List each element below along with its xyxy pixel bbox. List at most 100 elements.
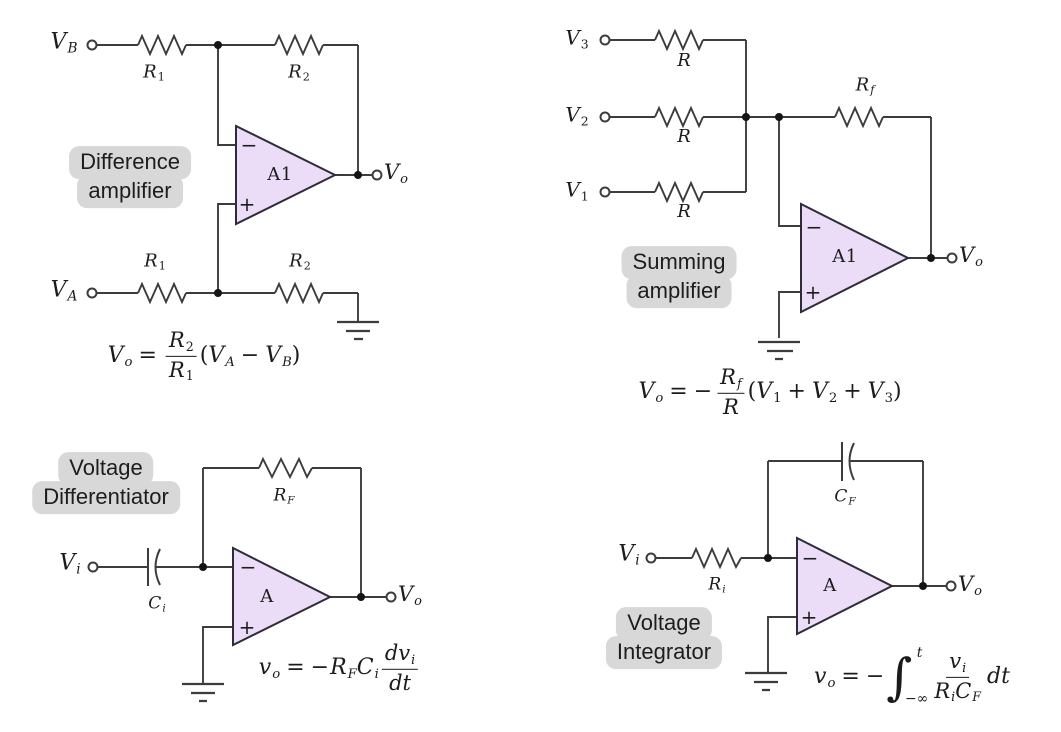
ground-icon — [745, 671, 787, 692]
resistor-label-rf: RF — [273, 485, 295, 507]
terminal-circle-icon — [599, 186, 611, 198]
opamp-label: A1 — [267, 164, 293, 185]
summing-amplifier-art — [599, 28, 958, 361]
input-label-v2: V2 — [565, 102, 589, 129]
opamp-plus-sign: + — [238, 192, 256, 216]
output-label-vo: Vo — [957, 572, 983, 599]
resistor-label-ri: Ri — [708, 574, 726, 596]
caption-summing-amplifier: Summing amplifier — [621, 246, 737, 308]
junction-dot — [927, 254, 935, 262]
resistor-icon — [274, 281, 324, 305]
input-label-v1: V1 — [565, 177, 589, 204]
caption-line: amplifier — [626, 275, 732, 308]
junction-dot — [357, 593, 365, 601]
output-label-vo: Vo — [958, 243, 984, 270]
junction-dot — [775, 113, 783, 121]
opamp-label: A1 — [832, 246, 858, 267]
junction-dot — [214, 289, 222, 297]
wire — [96, 44, 373, 321]
opamp-plus-sign: + — [238, 615, 256, 639]
junction-dot — [354, 171, 362, 179]
junction-dot — [214, 41, 222, 49]
integral-sign: ∫t−∞ — [886, 645, 929, 707]
resistor-label-r-bottom: R — [677, 201, 691, 222]
caption-line: Summing — [621, 246, 737, 279]
difference-amplifier-art — [86, 33, 383, 341]
caption-voltage-integrator: Voltage Integrator — [605, 607, 723, 669]
output-label-vo: Vo — [383, 160, 409, 187]
terminal-circle-icon — [86, 39, 98, 51]
voltage-differentiator-art — [87, 456, 397, 703]
terminal-circle-icon — [371, 169, 383, 181]
wire — [97, 467, 386, 683]
resistor-label-r1-bottom: R1 — [144, 250, 166, 273]
capacitor-icon — [147, 548, 161, 586]
terminal-circle-icon — [945, 580, 957, 592]
resistor-icon — [137, 281, 187, 305]
opamp-minus-sign: − — [801, 546, 819, 570]
junction-dot — [764, 554, 772, 562]
input-label-v3: V3 — [565, 25, 589, 52]
opamp-triangle-icon — [796, 536, 895, 636]
capacitor-label-ci: Ci — [148, 593, 166, 615]
opamp-triangle-icon — [800, 202, 911, 314]
input-label-vi: Vi — [618, 541, 640, 569]
caption-line: Voltage — [616, 607, 712, 640]
resistor-icon — [691, 546, 742, 570]
input-label-vb: VB — [50, 29, 78, 57]
resistor-icon — [274, 33, 324, 57]
caption-line: Difference — [69, 146, 191, 179]
terminal-circle-icon — [599, 111, 611, 123]
resistor-icon — [654, 105, 704, 129]
opamp-label: A — [823, 575, 837, 596]
resistor-label-r-top: R — [677, 50, 691, 71]
terminal-circle-icon — [599, 34, 611, 46]
input-label-vi: Vi — [59, 550, 81, 578]
voltage-integrator-art — [645, 442, 957, 692]
opamp-minus-sign: − — [239, 555, 257, 579]
opamp-minus-sign: − — [805, 215, 823, 239]
terminal-circle-icon — [385, 591, 397, 603]
resistor-icon — [654, 28, 704, 52]
resistor-icon — [834, 105, 884, 129]
opamp-label: A — [260, 586, 274, 607]
opamp-plus-sign: + — [800, 605, 818, 629]
opamp-triangle-icon — [232, 546, 333, 647]
terminal-circle-icon — [87, 561, 99, 573]
output-label-vo: Vo — [397, 582, 423, 609]
terminal-circle-icon — [946, 252, 958, 264]
caption-line: Differentiator — [32, 481, 180, 514]
capacitor-icon — [841, 442, 855, 481]
junction-dot — [199, 563, 207, 571]
resistor-label-r2-top: R2 — [288, 61, 310, 84]
caption-difference-amplifier: Difference amplifier — [69, 146, 191, 208]
caption-line: amplifier — [77, 175, 183, 208]
ground-icon — [758, 340, 800, 361]
input-label-va: VA — [50, 277, 78, 305]
opamp-triangle-icon — [235, 124, 338, 226]
ground-icon — [182, 682, 224, 703]
caption-voltage-differentiator: Voltage Differentiator — [32, 452, 180, 514]
resistor-label-r-mid: R — [677, 126, 691, 147]
capacitor-label-cf: CF — [834, 486, 856, 508]
resistor-icon — [258, 456, 313, 480]
opamp-plus-sign: + — [804, 280, 822, 304]
resistor-icon — [137, 33, 187, 57]
junction-dot — [919, 582, 927, 590]
resistor-label-r2-bottom: R2 — [289, 250, 311, 273]
junction-dot — [742, 113, 750, 121]
resistor-label-rf: Rf — [855, 74, 875, 97]
caption-line: Integrator — [605, 636, 723, 669]
caption-line: Voltage — [58, 452, 154, 485]
resistor-icon — [654, 180, 704, 204]
opamp-minus-sign: − — [240, 133, 258, 157]
terminal-circle-icon — [645, 552, 657, 564]
resistor-label-r1-top: R1 — [143, 61, 165, 84]
terminal-circle-icon — [86, 287, 98, 299]
